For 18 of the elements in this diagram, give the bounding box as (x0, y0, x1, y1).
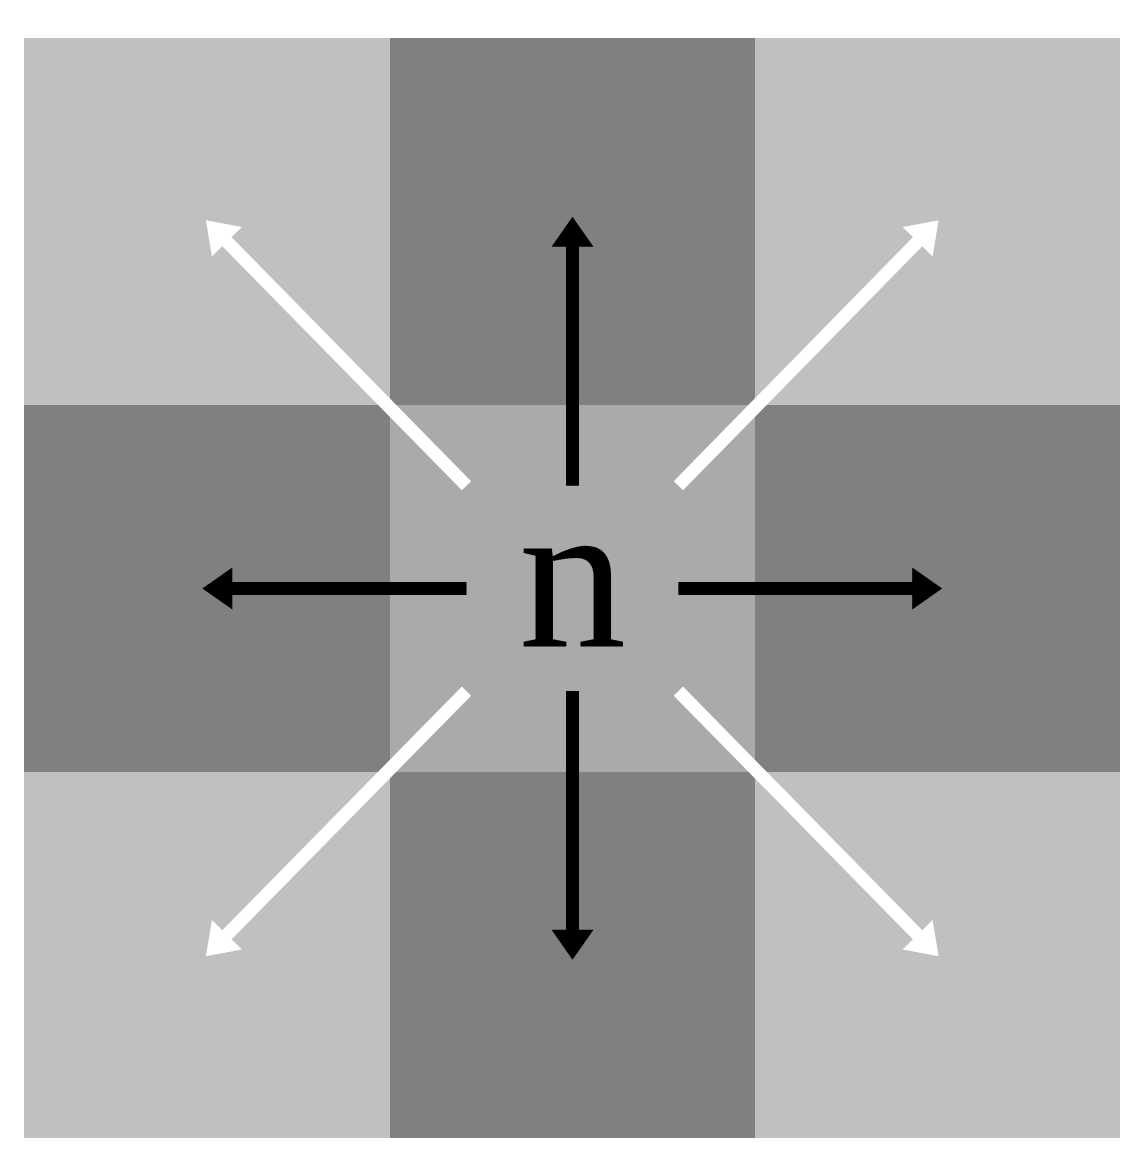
grid-cell (390, 772, 755, 1138)
grid-cell (755, 38, 1120, 405)
node-label: n (518, 467, 627, 682)
arrow (551, 216, 594, 486)
grid-cell (24, 772, 390, 1138)
arrow (205, 220, 472, 491)
grid-cell (390, 38, 755, 405)
arrow (202, 567, 467, 610)
arrow (673, 220, 939, 491)
arrow (551, 691, 594, 960)
grid-cell (755, 405, 1120, 772)
grid-cell (755, 772, 1120, 1138)
arrow (673, 686, 939, 957)
arrow (205, 686, 472, 957)
arrow (678, 567, 943, 610)
center-cell (390, 405, 755, 772)
grid-cell (24, 38, 390, 405)
grid-cell (24, 405, 390, 772)
